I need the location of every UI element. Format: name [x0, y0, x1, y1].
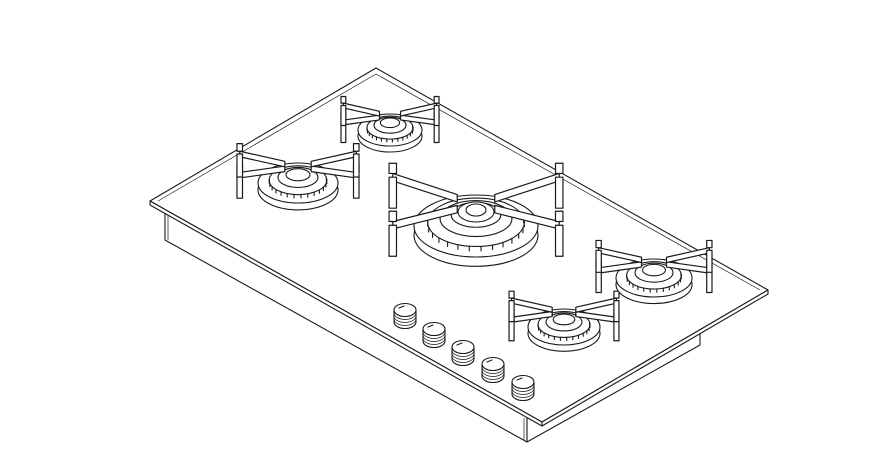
- grate-leg: [613, 300, 620, 323]
- wok-cap-top: [465, 203, 487, 217]
- knob-rib: [481, 372, 505, 380]
- knob-rib: [393, 315, 417, 323]
- grate-finger: [340, 95, 347, 104]
- knob-indicator: [516, 377, 523, 381]
- burner-far-left: [236, 143, 360, 211]
- grate-leg: [340, 104, 347, 127]
- knob-top: [422, 321, 446, 337]
- knob-rib: [481, 366, 505, 374]
- grate-finger: [554, 210, 564, 223]
- knob-indicator: [398, 305, 405, 309]
- grate-leg: [388, 224, 398, 257]
- knob-top: [451, 339, 475, 355]
- grate-leg: [554, 224, 564, 257]
- grate-leg: [554, 176, 564, 209]
- knob-3: [451, 339, 475, 367]
- grate-finger: [554, 162, 564, 175]
- grate-leg: [508, 300, 515, 323]
- knob-rib: [511, 384, 535, 392]
- grate-finger: [613, 290, 620, 299]
- grate-leg: [508, 319, 515, 342]
- knob-indicator: [427, 324, 434, 328]
- grate-finger: [595, 239, 602, 249]
- grate-finger: [508, 290, 515, 299]
- burner-crown-ring: [373, 116, 407, 134]
- knob-rib: [481, 369, 505, 377]
- grate-leg: [388, 176, 398, 209]
- knob-rib: [393, 312, 417, 320]
- burner-crown-ring: [552, 313, 576, 326]
- knob-5: [511, 374, 535, 402]
- knob-indicator: [456, 342, 463, 346]
- burner-group: [236, 95, 713, 352]
- burner-crown-ring: [285, 168, 311, 182]
- knob-rib: [422, 334, 446, 342]
- knob-top: [511, 374, 535, 390]
- knob-indicator: [486, 359, 493, 363]
- burner-crown-ring: [642, 263, 666, 277]
- grate-finger: [236, 143, 244, 152]
- grate-finger: [388, 210, 398, 223]
- grate-leg: [613, 319, 620, 342]
- grate-leg: [706, 269, 713, 294]
- grate-finger: [433, 95, 440, 104]
- wok-inner-cap: [457, 201, 495, 223]
- knob-1: [393, 302, 417, 330]
- grate-leg: [236, 174, 244, 199]
- burner-far-right: [595, 239, 713, 305]
- knob-rib: [451, 355, 475, 363]
- grate-leg: [433, 104, 440, 127]
- grate-leg: [236, 153, 244, 178]
- knob-rib: [511, 387, 535, 395]
- knob-2: [422, 321, 446, 349]
- burner-crown-ring: [545, 312, 583, 332]
- burner-crown-ring: [634, 262, 674, 283]
- knob-rib: [511, 390, 535, 398]
- knob-4: [481, 356, 505, 384]
- grate-leg: [595, 249, 602, 273]
- burner-back-left: [340, 95, 440, 153]
- grate-leg: [706, 249, 713, 273]
- knob-rib: [393, 318, 417, 326]
- burner-crown-ring: [379, 117, 401, 129]
- grate-finger: [706, 239, 713, 249]
- knob-rib: [422, 331, 446, 339]
- burner-center: [388, 162, 564, 267]
- knob-rib: [451, 352, 475, 360]
- grate-finger: [352, 143, 360, 152]
- grate-leg: [352, 174, 360, 199]
- control-knobs: [393, 302, 535, 402]
- grate-leg: [595, 269, 602, 294]
- knob-rib: [451, 349, 475, 357]
- knob-top: [481, 356, 505, 372]
- grate-finger: [388, 162, 398, 175]
- burner-crown-ring: [277, 166, 319, 189]
- knob-top: [393, 302, 417, 318]
- grate-leg: [352, 153, 360, 178]
- knob-rib: [422, 337, 446, 345]
- burner-crown-ring: [439, 200, 513, 238]
- burner-front-right: [508, 290, 620, 352]
